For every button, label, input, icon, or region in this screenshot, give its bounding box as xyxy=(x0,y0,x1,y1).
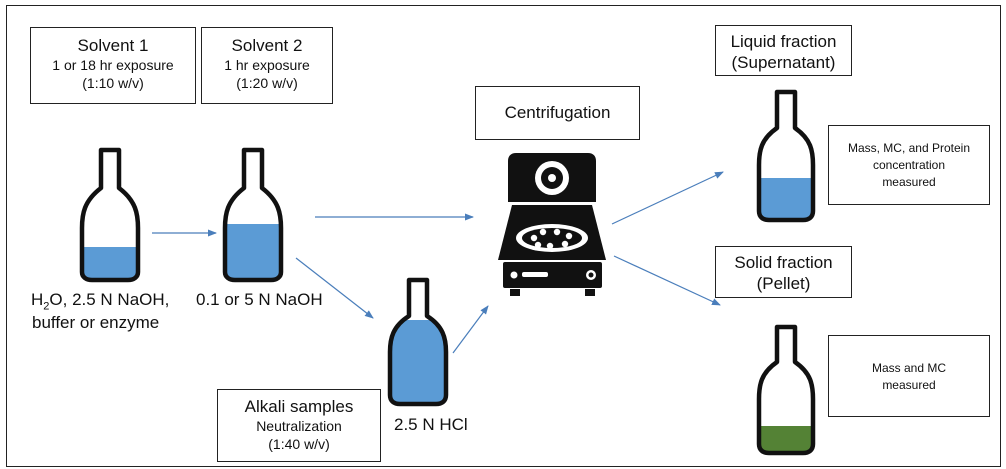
bottle-supernatant-liquid xyxy=(759,178,813,220)
liquid-fraction-box: Liquid fraction (Supernatant) xyxy=(715,25,852,76)
bottle-supernatant-icon xyxy=(756,89,816,223)
solid-measured-box: Mass and MC measured xyxy=(828,335,990,417)
arrow-centrifuge-to-liquid xyxy=(611,171,724,225)
solvent2-title: Solvent 2 xyxy=(231,36,303,55)
solvent1-title: Solvent 1 xyxy=(77,36,149,55)
bottle-3-icon xyxy=(387,277,449,407)
alkali-neutralization: Neutralization xyxy=(256,418,342,434)
liquid-measured-line2: concentration xyxy=(872,158,946,172)
solid-measured-line2: measured xyxy=(882,378,936,392)
liquid-fraction-subtitle: (Supernatant) xyxy=(731,53,836,72)
solid-fraction-subtitle: (Pellet) xyxy=(756,274,811,293)
bottle2-label: 0.1 or 5 N NaOH xyxy=(196,290,323,309)
centrifuge-icon xyxy=(498,153,606,296)
solvent1-box: Solvent 1 1 or 18 hr exposure (1:10 w/v) xyxy=(30,27,196,104)
bottle-pellet-solid xyxy=(759,426,813,453)
solvent1-ratio: (1:10 w/v) xyxy=(82,75,144,91)
centrifugation-box: Centrifugation xyxy=(475,86,640,140)
liquid-fraction-title: Liquid fraction xyxy=(730,32,837,51)
bottle-1-liquid xyxy=(82,247,138,280)
bottle-3-liquid xyxy=(390,320,446,404)
bottle1-label-line2: buffer or enzyme xyxy=(32,313,160,332)
bottle-2-liquid xyxy=(225,224,281,280)
solvent1-exposure: 1 or 18 hr exposure xyxy=(52,57,174,73)
flow-arrows xyxy=(152,171,724,354)
liquid-measured-box: Mass, MC, and Protein concentration meas… xyxy=(828,125,990,205)
solvent2-exposure: 1 hr exposure xyxy=(224,57,310,73)
figure-frame xyxy=(6,5,1001,467)
bottle1-label-rest: O, 2.5 N NaOH, xyxy=(49,290,170,309)
alkali-samples-title: Alkali samples xyxy=(244,397,354,416)
bottle1-label-h: H xyxy=(31,290,44,309)
bottle1-label-sub: 2 xyxy=(43,300,50,313)
solid-fraction-box: Solid fraction (Pellet) xyxy=(715,246,852,298)
solid-fraction-title: Solid fraction xyxy=(734,253,833,272)
solid-measured-line1: Mass and MC xyxy=(871,361,947,375)
arrow-bottle2-to-bottle3 xyxy=(295,257,374,319)
bottle3-label: 2.5 N HCl xyxy=(394,415,468,434)
alkali-samples-box: Alkali samples Neutralization (1:40 w/v) xyxy=(217,389,381,462)
bottle-1-icon xyxy=(79,147,141,283)
bottle-pellet-icon xyxy=(756,324,816,456)
centrifugation-title: Centrifugation xyxy=(504,103,611,122)
solvent2-ratio: (1:20 w/v) xyxy=(236,75,298,91)
liquid-measured-line3: measured xyxy=(882,175,936,189)
bottle1-label: H2O, 2.5 N NaOH, xyxy=(31,289,169,317)
bottle-2-icon xyxy=(222,147,284,283)
arrow-bottle3-to-centrifuge xyxy=(452,305,489,354)
liquid-measured-line1: Mass, MC, and Protein xyxy=(847,141,971,155)
alkali-ratio: (1:40 w/v) xyxy=(268,436,330,452)
arrow-centrifuge-to-solid xyxy=(613,255,721,306)
solvent2-box: Solvent 2 1 hr exposure (1:20 w/v) xyxy=(201,27,333,104)
